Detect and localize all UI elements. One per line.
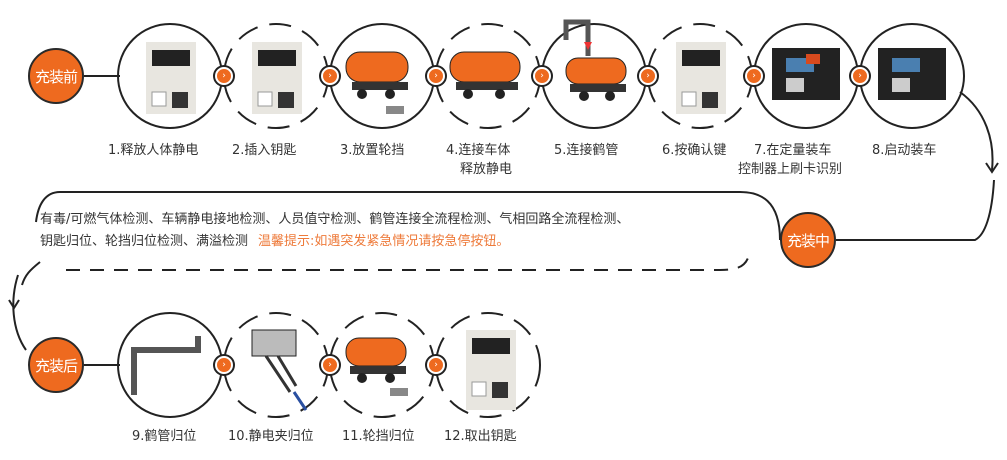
step-label: 11.轮挡归位: [342, 429, 415, 444]
step-label-line2: 释放静电: [460, 162, 513, 177]
step-illustrations: [131, 19, 946, 411]
step-label: 10.静电夹归位: [228, 429, 314, 444]
next-arrow-icon: ›: [533, 67, 551, 85]
next-arrow-icon: ›: [215, 356, 233, 374]
step-label: 9.鹤管归位: [132, 429, 197, 444]
next-arrow-icon: ›: [639, 67, 657, 85]
during-checks-note: 有毒/可燃气体检测、车辆静电接地检测、人员值守检测、鹤管连接全流程检测、气相回路…: [40, 209, 750, 253]
step-label: 4.连接车体: [446, 143, 511, 158]
next-arrow-icon: ›: [427, 67, 445, 85]
step-label: 3.放置轮挡: [340, 143, 405, 158]
step-label-line2: 控制器上刷卡识别: [738, 162, 843, 177]
step-label: 7.在定量装车: [754, 143, 832, 158]
step-label: 5.连接鹤管: [554, 143, 619, 158]
step-label: 12.取出钥匙: [444, 429, 517, 444]
phase-after: 充装后: [28, 337, 84, 393]
warning-tip: 温馨提示:如遇突发紧急情况请按急停按钮。: [258, 234, 510, 249]
next-arrow-icon: ›: [321, 356, 339, 374]
step-label: 1.释放人体静电: [108, 143, 199, 158]
step-label: 6.按确认键: [662, 143, 727, 158]
phase-before: 充装前: [28, 48, 84, 104]
next-arrow-icon: ›: [427, 356, 445, 374]
checks-line2: 钥匙归位、轮挡归位检测、满溢检测: [40, 234, 249, 249]
checks-line1: 有毒/可燃气体检测、车辆静电接地检测、人员值守检测、鹤管连接全流程检测、气相回路…: [40, 212, 630, 227]
next-arrow-icon: ›: [321, 67, 339, 85]
step-label: 8.启动装车: [872, 143, 937, 158]
next-arrow-icon: ›: [215, 67, 233, 85]
next-arrow-icon: ›: [745, 67, 763, 85]
next-arrow-icon: ›: [851, 67, 869, 85]
step-label: 2.插入钥匙: [232, 143, 297, 158]
phase-during: 充装中: [780, 212, 836, 268]
